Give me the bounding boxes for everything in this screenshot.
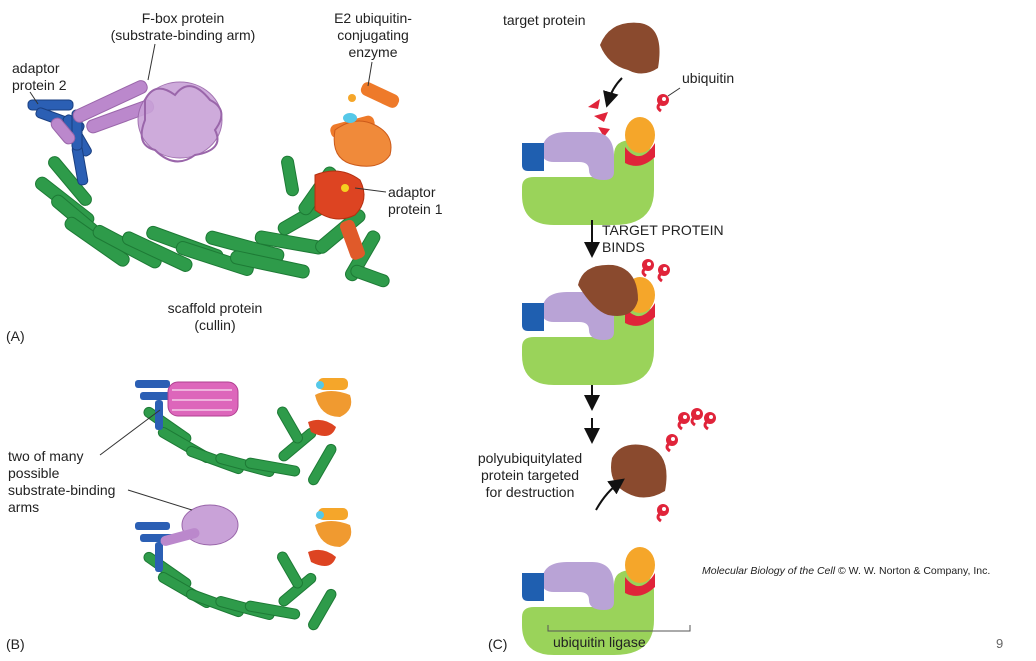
ubiquitin-label: ubiquitin: [682, 70, 735, 86]
credit-rest: © W. W. Norton & Company, Inc.: [835, 565, 991, 577]
stage2: [522, 257, 672, 385]
arms-label-line4: arms: [8, 499, 40, 515]
panel-a-tag: (A): [6, 328, 25, 344]
poly-label-line1: polyubiquitylated: [477, 450, 583, 466]
stage1: [522, 22, 681, 225]
panel-c-tag: (C): [488, 636, 508, 652]
scaffold-cullin-helices: [35, 155, 390, 288]
arms-label: two of many possible substrate-binding a…: [8, 448, 115, 516]
scaffold-label: scaffold protein (cullin): [140, 300, 290, 334]
fbox-label: F-box protein (substrate-binding arm): [88, 10, 278, 44]
panel-b-bottom-complex: [135, 504, 352, 631]
poly-label-line3: for destruction: [485, 484, 575, 500]
ubiquitin-single: [655, 92, 671, 113]
stage3: [522, 406, 718, 655]
panel-b-top-complex: [135, 378, 352, 486]
arms-label-line1: two of many: [8, 448, 84, 464]
binds-label-line2: BINDS: [602, 239, 645, 255]
e2-label-line1: E2 ubiquitin-: [334, 10, 412, 26]
e2-label: E2 ubiquitin- conjugating enzyme: [318, 10, 428, 61]
credit-line: Molecular Biology of the Cell © W. W. No…: [702, 565, 990, 577]
polyubiquitylated-label: polyubiquitylated protein targeted for d…: [455, 450, 605, 501]
ligase-stage1: [522, 117, 655, 225]
adaptor2-label-line2: protein 2: [12, 77, 67, 93]
scaffold-label-line1: scaffold protein: [167, 300, 263, 316]
panel-b-tag: (B): [6, 636, 25, 652]
target-protein-shape: [600, 22, 660, 74]
arms-label-line3: substrate-binding: [8, 482, 116, 498]
binds-label-line1: TARGET PROTEIN: [602, 222, 724, 238]
ligase-bracket: [547, 625, 691, 632]
e2-label-line3: enzyme: [348, 44, 398, 60]
adaptor1-label-line1: adaptor: [388, 184, 436, 200]
fbox-label-line1: F-box protein: [141, 10, 225, 26]
ubiquitin-ligase-label: ubiquitin ligase: [553, 634, 646, 650]
scaffold-label-line2: (cullin): [194, 317, 236, 333]
fbox-label-line2: (substrate-binding arm): [110, 27, 256, 43]
page-number: 9: [996, 636, 1004, 651]
arms-label-line2: possible: [8, 465, 60, 481]
e2-enzyme-ribbon: [330, 82, 400, 167]
e2-label-line2: conjugating: [337, 27, 409, 43]
adaptor2-label: adaptor protein 2: [12, 60, 66, 94]
adaptor2-label-line1: adaptor: [12, 60, 60, 76]
target-protein-label: target protein: [503, 12, 586, 28]
credit-title: Molecular Biology of the Cell: [702, 565, 836, 577]
binds-label: TARGET PROTEIN BINDS: [602, 222, 724, 256]
poly-label-line2: protein targeted: [480, 467, 580, 483]
f-box-protein-ribbon: [50, 80, 223, 163]
adaptor1-label: adaptor protein 1: [388, 184, 442, 218]
polyubiquitylated-protein-shape: [611, 444, 667, 498]
adaptor-protein-1-ribbon: [314, 170, 365, 260]
adaptor1-label-line2: protein 1: [388, 201, 443, 217]
